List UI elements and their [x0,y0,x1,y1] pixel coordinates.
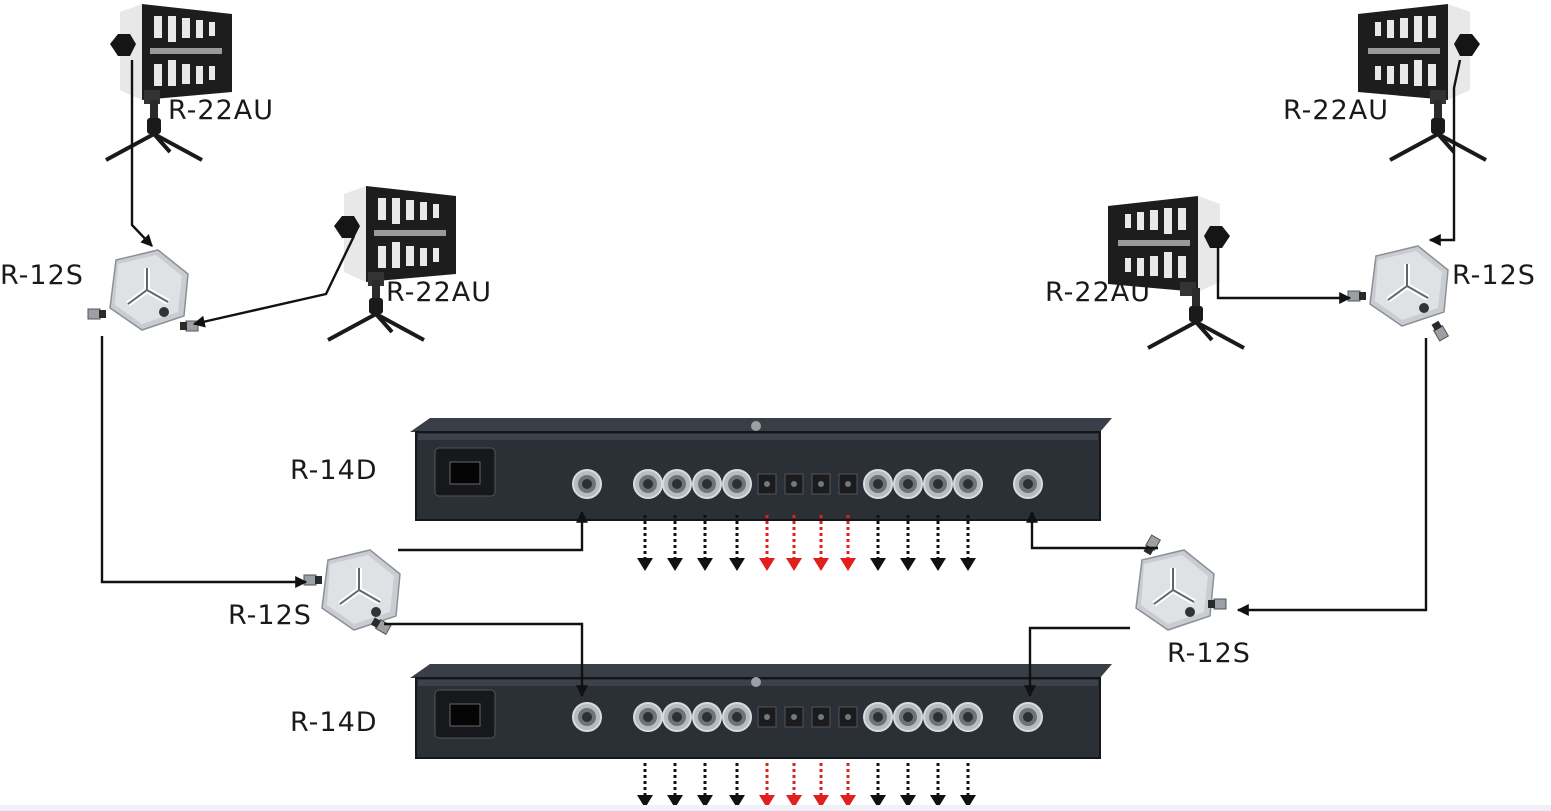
output-arrow-head [960,795,976,808]
output-arrow-head [697,558,713,571]
output-arrow-head [900,558,916,571]
output-arrow-head [930,558,946,571]
antenna-mid-right [1108,196,1246,350]
antenna-mid-left [326,186,456,342]
cable-antenna-tl-to-splitter [130,60,153,247]
antenna-top-left [104,4,232,162]
splitter-label-top-right: R-12S [1452,260,1536,291]
output-arrow-head [637,795,653,808]
output-arrow-head [840,795,856,808]
antenna-label-top-right: R-22AU [1283,95,1389,126]
output-arrow-head [759,795,775,808]
cable-splitter-br-to-rack-top [1026,510,1158,550]
splitter-top-left [87,250,199,331]
output-arrow-head [637,558,653,571]
splitter-label-top-left: R-12S [0,260,84,291]
splitter-label-bottom-left: R-12S [228,600,312,631]
output-arrow-head [759,558,775,571]
output-arrow-head [870,795,886,808]
antenna-label-top-left: R-22AU [168,95,274,126]
output-arrow-head [729,795,745,808]
cables [100,59,1462,698]
cable-splitter-bl-to-rack-bottom [384,622,588,698]
output-arrow-head [697,795,713,808]
output-arrow-head [729,558,745,571]
cable-antenna-mr-to-splitter [1216,246,1352,304]
cable-splitter-br-to-rack-bottom [1024,626,1130,698]
splitter-top-right [1347,246,1448,342]
cable-antenna-tr-to-splitter [1428,59,1462,246]
antenna-top-right [1358,4,1488,162]
splitter-label-bottom-right: R-12S [1167,638,1251,669]
splitter-bottom-left [303,550,400,635]
output-arrow-head [813,558,829,571]
output-arrows [637,515,976,808]
splitter-bottom-right [1136,534,1227,630]
output-arrow-head [667,795,683,808]
bottom-edge-strip [0,805,1551,811]
cable-splitter-tr-to-splitter-br [1236,338,1428,616]
output-arrow-head [960,558,976,571]
output-arrow-head [786,795,802,808]
output-arrow-head [930,795,946,808]
antenna-label-mid-left: R-22AU [386,277,492,308]
distributor-label-top: R-14D [290,455,378,486]
cable-splitter-tl-to-splitter-bl [100,336,308,588]
distributor-label-bottom: R-14D [290,707,378,738]
output-arrow-head [840,558,856,571]
distributor-top [410,418,1112,521]
output-arrow-head [813,795,829,808]
output-arrow-head [870,558,886,571]
cable-antenna-ml-to-splitter [192,235,356,328]
distributor-bottom [410,664,1112,759]
output-arrow-head [900,795,916,808]
output-arrow-head [786,558,802,571]
output-arrow-head [667,558,683,571]
cable-splitter-bl-to-rack-top [398,510,588,552]
